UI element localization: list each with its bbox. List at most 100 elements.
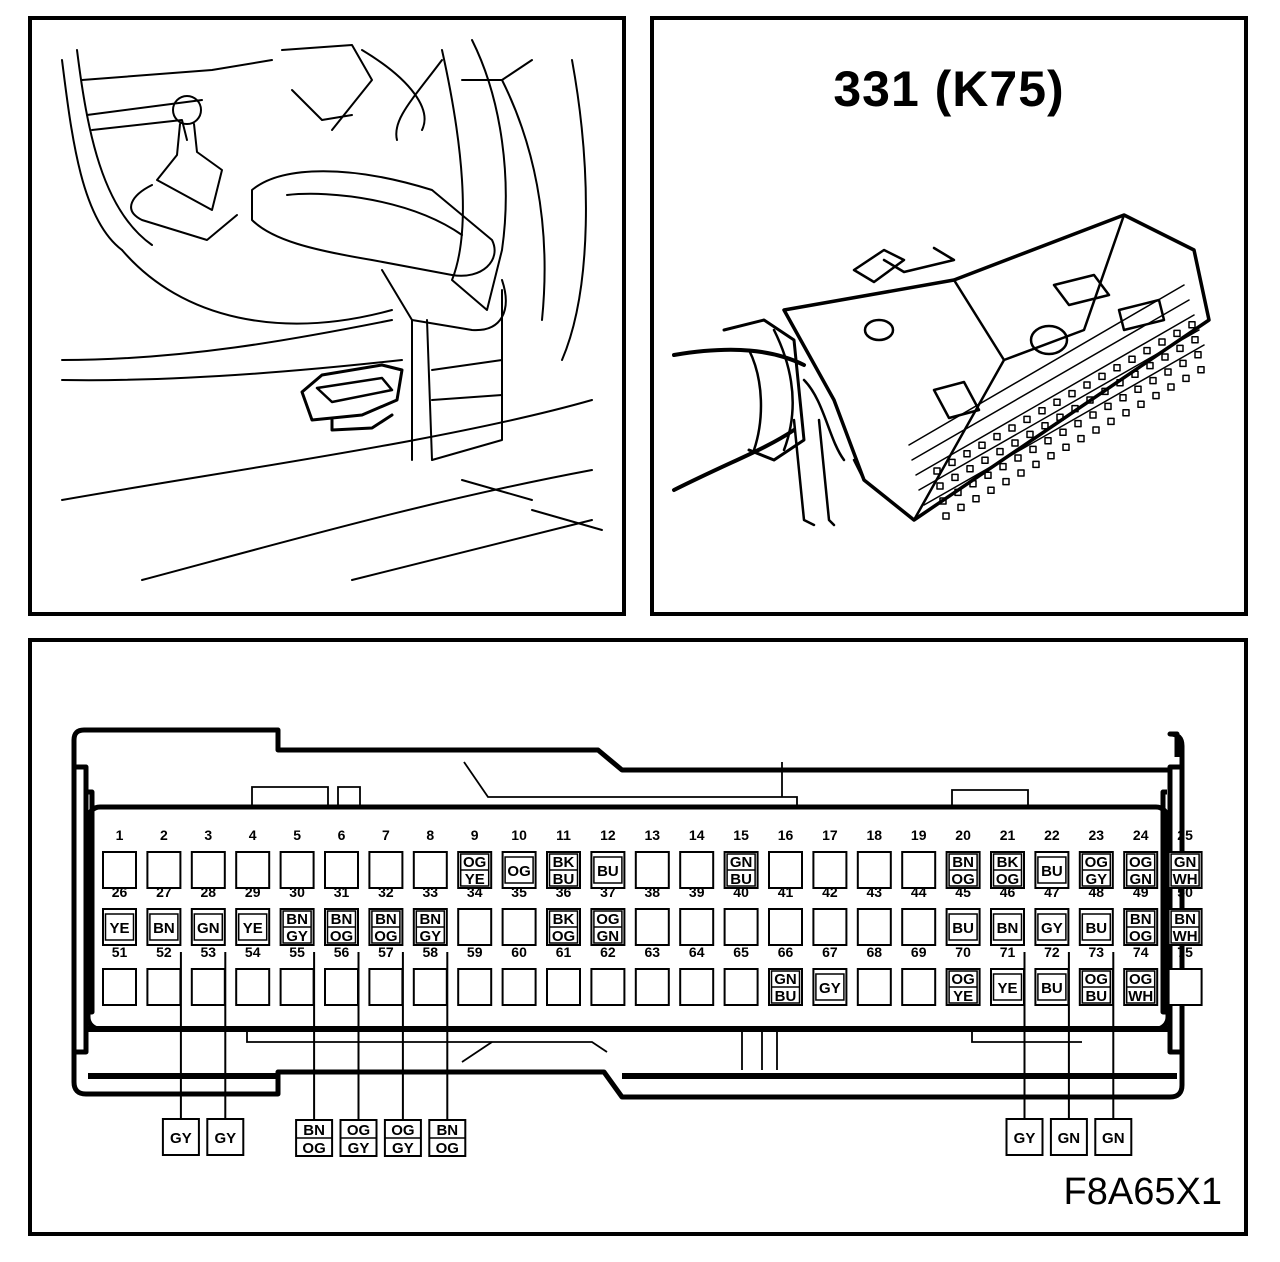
wire-color: GY bbox=[170, 1130, 192, 1147]
pin-number: 41 bbox=[778, 884, 794, 900]
pin-cavity bbox=[768, 908, 803, 946]
pin-52: 52 bbox=[146, 944, 182, 1006]
face-cavity bbox=[1044, 437, 1052, 445]
pin-number: 1 bbox=[116, 827, 124, 843]
pin-number: 23 bbox=[1089, 827, 1105, 843]
wire-color-stripe: OG bbox=[996, 871, 1019, 888]
pin-cavity bbox=[1167, 968, 1203, 1006]
face-cavity bbox=[1176, 344, 1184, 353]
pin-number: 29 bbox=[245, 884, 261, 900]
face-cavity bbox=[1053, 398, 1061, 406]
face-cavity bbox=[1041, 422, 1049, 430]
pin-cavity bbox=[235, 851, 271, 889]
face-cavity bbox=[1098, 372, 1106, 381]
wire-color-frame bbox=[104, 913, 135, 941]
pin-number: 12 bbox=[600, 827, 616, 843]
face-cavity bbox=[1134, 385, 1142, 393]
pin-number: 17 bbox=[822, 827, 838, 843]
pin-16: 16 bbox=[768, 827, 803, 889]
face-cavity bbox=[1074, 419, 1082, 428]
pin-number: 75 bbox=[1177, 944, 1193, 960]
face-cavity bbox=[1179, 359, 1187, 368]
figure-code: F8A65X1 bbox=[1063, 1171, 1222, 1213]
pin-number: 28 bbox=[201, 884, 217, 900]
face-cavity bbox=[1008, 424, 1016, 432]
pin-cavity bbox=[102, 908, 137, 946]
pin-number: 70 bbox=[955, 944, 971, 960]
pin-cavity bbox=[812, 851, 848, 889]
pin-2: 2 bbox=[146, 827, 182, 889]
face-cavity bbox=[984, 471, 992, 479]
pin-number: 10 bbox=[511, 827, 527, 843]
pin-64: 64 bbox=[679, 944, 715, 1006]
pin-cavity bbox=[901, 851, 937, 889]
pin-number: 47 bbox=[1044, 884, 1060, 900]
face-cavity bbox=[1083, 381, 1091, 389]
wire-label-box bbox=[1094, 1118, 1133, 1156]
face-cavity bbox=[951, 473, 959, 482]
pin-40: 40 bbox=[723, 884, 759, 946]
pin-number: 11 bbox=[556, 827, 571, 843]
pin-number: 61 bbox=[556, 944, 572, 960]
pin-number: 55 bbox=[289, 944, 305, 960]
pin-number: 25 bbox=[1177, 827, 1193, 843]
pin-51: 51 bbox=[102, 944, 137, 1006]
housing-detail-lines bbox=[246, 761, 1082, 1070]
pin-cavity bbox=[634, 968, 670, 1006]
pin-number: 64 bbox=[689, 944, 705, 960]
face-cavity bbox=[972, 495, 980, 503]
pin-cavity bbox=[856, 968, 892, 1006]
pin-number: 53 bbox=[201, 944, 217, 960]
pin-number: 24 bbox=[1133, 827, 1149, 843]
pin-number: 5 bbox=[293, 827, 301, 843]
face-cavity bbox=[1086, 396, 1094, 404]
face-cavity bbox=[1182, 374, 1190, 383]
face-cavity bbox=[1062, 443, 1070, 451]
pin-number: 8 bbox=[426, 827, 434, 843]
pin-13: 13 bbox=[634, 827, 670, 889]
wire-color-frame bbox=[504, 856, 534, 884]
wire-color-frame bbox=[1081, 913, 1112, 941]
face-cavity bbox=[1029, 445, 1037, 454]
pin-69: 69 bbox=[901, 944, 937, 1006]
pin-cavity bbox=[235, 908, 271, 946]
wire-color: GY bbox=[819, 980, 841, 997]
location-illustration-panel bbox=[28, 16, 626, 616]
pin-cavity bbox=[679, 908, 715, 946]
pin-number: 19 bbox=[911, 827, 927, 843]
face-cavity bbox=[1101, 387, 1109, 396]
face-cavity bbox=[966, 465, 974, 473]
face-cavity bbox=[1047, 452, 1055, 460]
pin-number: 56 bbox=[334, 944, 350, 960]
pin-cavity bbox=[102, 968, 137, 1006]
wire-color-stripe: BU bbox=[775, 988, 797, 1005]
face-cavity bbox=[1089, 411, 1097, 419]
wire-color-primary: OG bbox=[391, 1122, 414, 1139]
pin-cavity bbox=[501, 908, 537, 946]
pin-7: 7 bbox=[368, 827, 404, 889]
pin-number: 13 bbox=[645, 827, 661, 843]
pin-number: 66 bbox=[778, 944, 794, 960]
wire-label-box bbox=[1049, 1118, 1088, 1156]
pin-68: 68 bbox=[856, 944, 892, 1006]
pin-number: 62 bbox=[600, 944, 616, 960]
pin-number: 14 bbox=[689, 827, 705, 843]
pin-cavity bbox=[324, 851, 359, 889]
wire-color: OG bbox=[507, 863, 530, 880]
wire-color-frame bbox=[149, 913, 179, 941]
pin-number: 73 bbox=[1089, 944, 1105, 960]
wire-label-box bbox=[161, 1118, 200, 1156]
face-cavity bbox=[1068, 389, 1076, 398]
face-cavity bbox=[1146, 361, 1154, 370]
pin-cavity bbox=[457, 968, 493, 1006]
